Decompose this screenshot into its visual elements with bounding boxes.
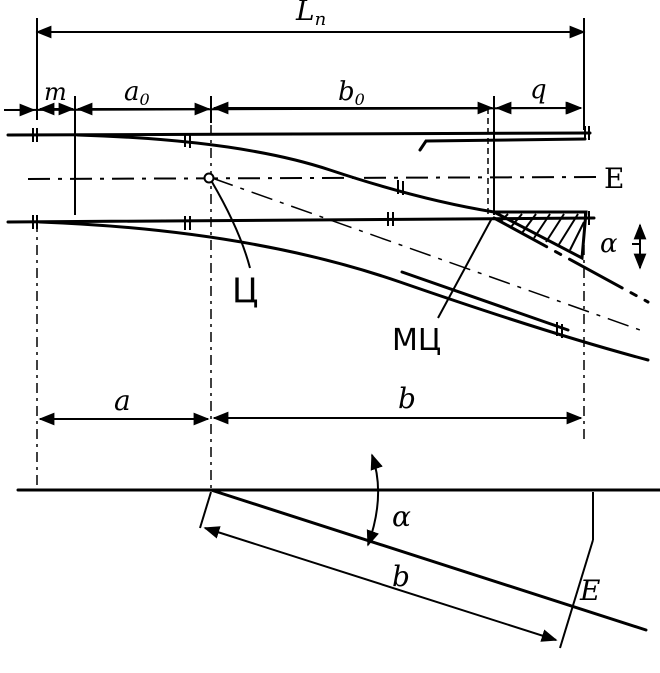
label-E-upper: E: [604, 162, 624, 195]
label-center: Ц: [232, 271, 258, 311]
alpha-upper-marker: [632, 223, 647, 270]
label-m: m: [44, 78, 67, 106]
label-alpha-lower: α: [392, 500, 411, 533]
label-frog-center: МЦ: [392, 323, 441, 358]
label-E-lower: E: [579, 574, 600, 607]
guard-rail-upper: [418, 137, 587, 152]
dimension-total-length: [35, 18, 586, 130]
label-alpha-upper: α: [600, 229, 618, 259]
diverging-axis: [211, 177, 641, 331]
frog: [493, 210, 588, 261]
dimension-row-upper: [3, 96, 583, 215]
label-a: a: [114, 384, 131, 417]
switch-center-point: [203, 172, 215, 184]
label-a0: a0: [124, 77, 150, 109]
label-b: b: [398, 382, 416, 415]
label-b0: b0: [338, 77, 365, 109]
dimension-row-lower: [38, 411, 583, 426]
lower-dimension-b: [199, 491, 594, 649]
label-total-length: Ln: [295, 0, 326, 30]
lower-alpha-arc: [366, 453, 383, 547]
lower-schematic: [16, 488, 660, 632]
track-axis: [27, 176, 601, 180]
branch-rail-outer: [492, 216, 650, 304]
frog-leader-line: [437, 217, 493, 319]
branch-rail-inner: [400, 270, 570, 332]
reference-lines: [36, 108, 585, 490]
rail-joints: [32, 126, 590, 338]
schematic-branch-line: [209, 488, 648, 632]
center-leader-line: [211, 181, 251, 269]
label-b-lower: b: [392, 560, 410, 593]
curved-rail-upper: [76, 133, 496, 214]
label-q: q: [530, 75, 547, 105]
curved-rail-lower: [38, 220, 650, 362]
rails: [6, 131, 650, 362]
